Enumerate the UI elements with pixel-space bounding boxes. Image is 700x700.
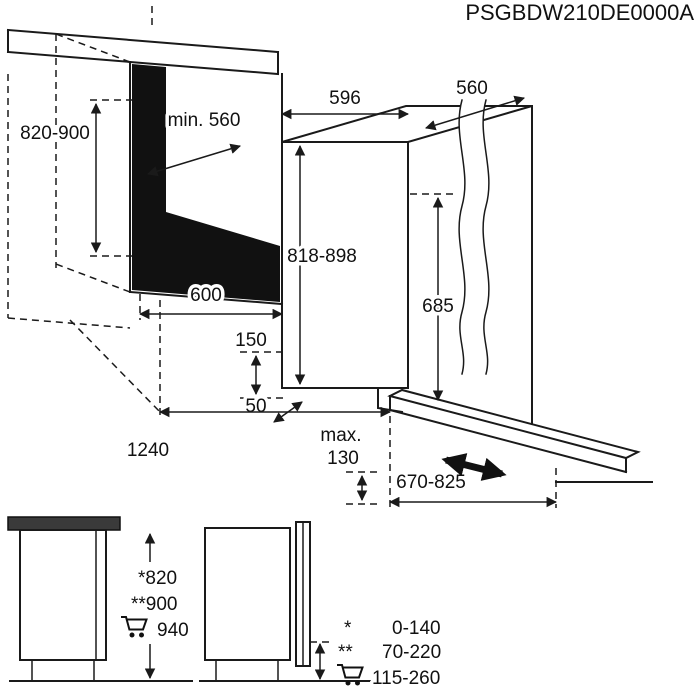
dim-depth-door-open: 1240	[123, 300, 392, 508]
drawing-code-title: PSGBDW210DE0000A	[465, 0, 694, 25]
height-adjustable-label: 940	[157, 620, 189, 641]
counter-slab	[7, 516, 121, 531]
plinth-height-label: 150	[235, 330, 267, 351]
dim-niche-width: 600	[138, 282, 284, 320]
dim-recess-max: max. 130	[317, 422, 380, 505]
dim-plinth-height: 150	[232, 327, 284, 399]
open-door	[387, 388, 653, 483]
legend-range-1: 0-140	[392, 618, 441, 639]
appliance-height-label: 818-898	[287, 246, 357, 267]
dim-appliance-width: 596	[280, 85, 410, 120]
dim-gap: 50	[242, 393, 303, 423]
cart-icon	[336, 664, 364, 687]
depth-door-open-label: 1240	[127, 440, 169, 461]
door-panel-height-label: 685	[422, 296, 454, 317]
legend-marker-2: **	[338, 642, 353, 663]
panel-break-lines	[458, 99, 490, 375]
legend-range-2: 70-220	[382, 642, 441, 663]
height-double-star-label: **900	[131, 594, 178, 615]
recess-max-value: 130	[327, 448, 359, 469]
legend-range-3: 115-260	[372, 668, 440, 689]
door-travel-label: 670-825	[396, 472, 466, 493]
recess-max-word: max.	[320, 425, 361, 446]
adjustment-legend: * 0-140 ** 70-220 115-260	[335, 615, 445, 693]
height-star-label: *820	[138, 568, 177, 589]
niche-shadow	[132, 64, 280, 302]
dim-door-panel-height: 685	[410, 193, 457, 402]
niche-width-label: 600	[190, 285, 222, 306]
gap-label: 50	[245, 396, 266, 417]
slide-direction-arrow-icon	[441, 453, 507, 481]
cabinet-counter	[6, 6, 284, 413]
appliance-width-label: 596	[329, 88, 361, 109]
appliance-depth-label: 560	[456, 78, 488, 99]
side-view-door	[199, 521, 433, 682]
legend-marker-1: *	[344, 618, 352, 639]
niche-min-depth-label: min. 560	[168, 110, 241, 131]
dim-appliance-height: 818-898	[284, 144, 360, 386]
side-view-heights: *820 **900 940	[7, 516, 210, 682]
niche-height-label: 820-900	[20, 123, 90, 144]
dim-door-travel: 670-825	[388, 468, 558, 508]
dim-niche-min-depth: min. 560	[146, 107, 244, 177]
dim-niche-height: 820-900	[17, 99, 132, 257]
dim-appliance-depth: 560	[424, 75, 526, 131]
